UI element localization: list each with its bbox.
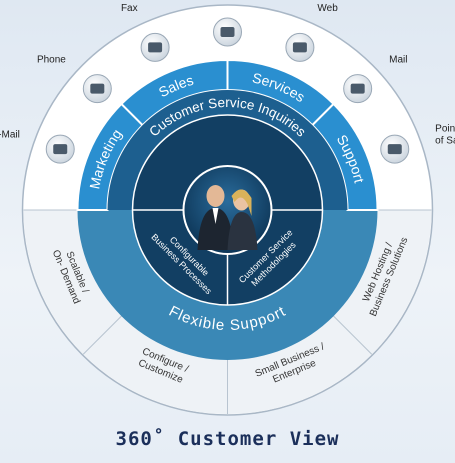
outer-label: of Sale: [435, 135, 455, 146]
outer-label: Phone: [37, 54, 66, 65]
woman-suit: [227, 212, 258, 250]
woman-hair: [231, 189, 252, 216]
man-head: [206, 185, 225, 207]
phone-icon-glyph: [90, 83, 105, 94]
web-user-icon-glyph: [292, 42, 307, 53]
outer-label: E-Mail: [0, 129, 20, 140]
flexible-support-band: [77, 210, 378, 360]
outer-label: Point: [435, 123, 455, 134]
outer-label: Mail: [389, 54, 407, 65]
envelope-icon-glyph: [53, 144, 68, 155]
outer-label: Fax: [121, 3, 138, 14]
payment-card-icon-glyph: [387, 144, 402, 155]
diagram-caption: 360˚ Customer View: [115, 428, 340, 450]
mailbox-icon-glyph: [350, 83, 365, 94]
man-shirt: [212, 208, 219, 224]
outer-label: Web: [317, 3, 338, 14]
fax-icon-glyph: [148, 42, 163, 53]
bottom-band: [23, 210, 432, 414]
man-suit: [197, 208, 234, 250]
inquiries-ring: [107, 90, 348, 210]
people-illustration: [197, 185, 258, 250]
meeting-icon-glyph: [220, 27, 235, 37]
